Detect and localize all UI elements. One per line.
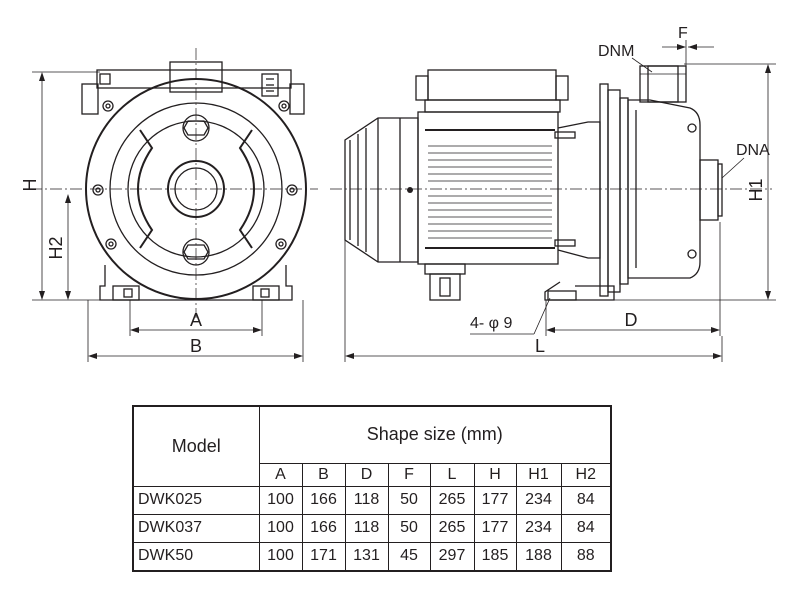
- dim-label-dnm: DNM: [598, 43, 634, 60]
- column-header-l: L: [429, 462, 475, 487]
- dim-label-h1: H1: [746, 178, 766, 201]
- column-header-h2: H2: [560, 462, 612, 487]
- cell-h: 177: [473, 485, 517, 515]
- pump-dimension-drawing: H H2: [20, 25, 776, 362]
- column-header-h: H: [473, 462, 517, 487]
- model-header: Model: [132, 405, 260, 487]
- cell-d: 131: [344, 541, 389, 571]
- dim-label-h2: H2: [46, 236, 66, 259]
- column-header-f: F: [387, 462, 431, 487]
- cell-a: 100: [258, 485, 303, 515]
- column-header-b: B: [301, 462, 346, 487]
- dim-label-b: B: [190, 336, 202, 356]
- dim-label-d: D: [625, 310, 638, 330]
- cell-h1: 234: [515, 485, 562, 515]
- motor-fins: [428, 145, 552, 239]
- dim-label-a: A: [190, 310, 202, 330]
- cell-h1: 234: [515, 513, 562, 543]
- dim-label-h: H: [20, 179, 40, 192]
- model-name: DWK025: [132, 485, 260, 515]
- cell-h2: 88: [560, 541, 612, 571]
- cell-f: 50: [387, 513, 431, 543]
- cell-a: 100: [258, 541, 303, 571]
- column-header-a: A: [258, 462, 303, 487]
- table-row: DWK025 100 166 118 50 265 177 234 84: [132, 485, 612, 515]
- cell-l: 265: [429, 485, 475, 515]
- dim-label-holes: 4- φ 9: [470, 315, 512, 332]
- cell-h2: 84: [560, 513, 612, 543]
- shape-size-header: Shape size (mm): [258, 405, 612, 464]
- side-view: H1 DNM F DNA 4- φ 9 D L: [330, 25, 776, 362]
- shape-size-table: Model Shape size (mm) A B D F L H H1 H2 …: [132, 405, 613, 572]
- front-view: H H2: [20, 48, 318, 362]
- cell-b: 166: [301, 513, 346, 543]
- cell-l: 297: [429, 541, 475, 571]
- column-header-h1: H1: [515, 462, 562, 487]
- table-row: DWK50 100 171 131 45 297 185 188 88: [132, 541, 612, 571]
- cell-f: 45: [387, 541, 431, 571]
- table-row: DWK037 100 166 118 50 265 177 234 84: [132, 513, 612, 543]
- cell-h: 177: [473, 513, 517, 543]
- dim-label-f: F: [678, 25, 688, 42]
- cell-h: 185: [473, 541, 517, 571]
- cell-f: 50: [387, 485, 431, 515]
- column-header-d: D: [344, 462, 389, 487]
- dim-label-l: L: [535, 336, 545, 356]
- cell-h2: 84: [560, 485, 612, 515]
- dim-label-dna: DNA: [736, 142, 770, 159]
- cell-d: 118: [344, 513, 389, 543]
- cell-l: 265: [429, 513, 475, 543]
- model-name: DWK50: [132, 541, 260, 571]
- model-name: DWK037: [132, 513, 260, 543]
- cell-a: 100: [258, 513, 303, 543]
- cell-b: 171: [301, 541, 346, 571]
- cell-h1: 188: [515, 541, 562, 571]
- cell-d: 118: [344, 485, 389, 515]
- cell-b: 166: [301, 485, 346, 515]
